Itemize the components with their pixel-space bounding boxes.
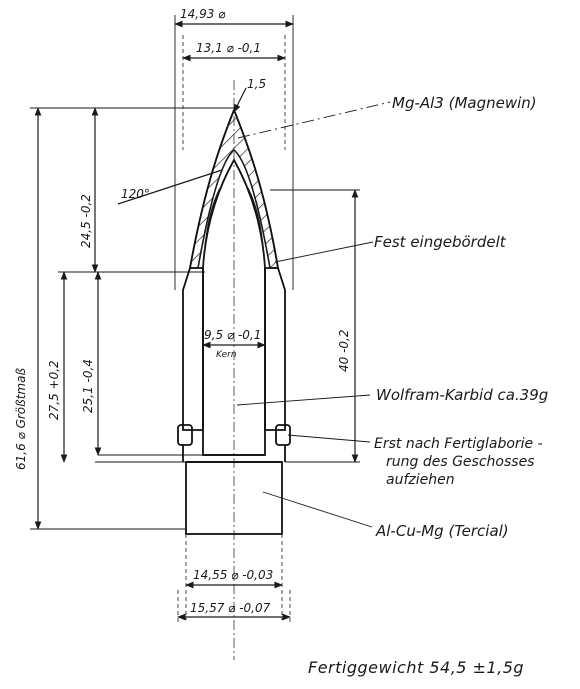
overall-length-label: 61,6 ⌀ Größtmaß [14,368,28,470]
nose-cap [189,107,279,269]
final-weight-label: Fertiggewicht 54,5 ±1,5g [308,658,524,677]
band-width-label: 15,57 ⌀ -0,07 [190,601,271,615]
nose-length-label: 24,5 -0,2 [79,194,93,248]
base-material-label: Al-Cu-Mg (Tercial) [375,522,509,540]
dimension-lines [34,20,359,621]
note-line-3: aufziehen [386,472,455,488]
core-length-label: 25,1 -0,4 [81,359,95,413]
base-width-label: 14,55 ⌀ -0,03 [193,568,273,582]
crimp-label: Fest eingebördelt [374,233,507,251]
core-kern-label: Kern [216,350,237,360]
right-length-label: 40 -0,2 [337,330,351,373]
angle-label: 120° [121,187,150,201]
top-width-label: 14,93 ⌀ [180,7,226,21]
callout-leaders [236,101,391,528]
note-line-1: Erst nach Fertiglaborie - [374,436,543,452]
tip-radius-label: 1,5 [247,77,266,91]
core-material-label: Wolfram-Karbid ca.39g [376,386,548,404]
note-line-2: rung des Geschosses [386,454,534,470]
body-length-label: 27,5 +0,2 [47,360,61,420]
inner-width-label: 13,1 ⌀ -0,1 [196,41,261,55]
core-diameter-label: 9,5 ⌀ -0,1 [204,328,261,342]
material-tip-label: Mg-Al3 (Magnewin) [392,94,537,112]
